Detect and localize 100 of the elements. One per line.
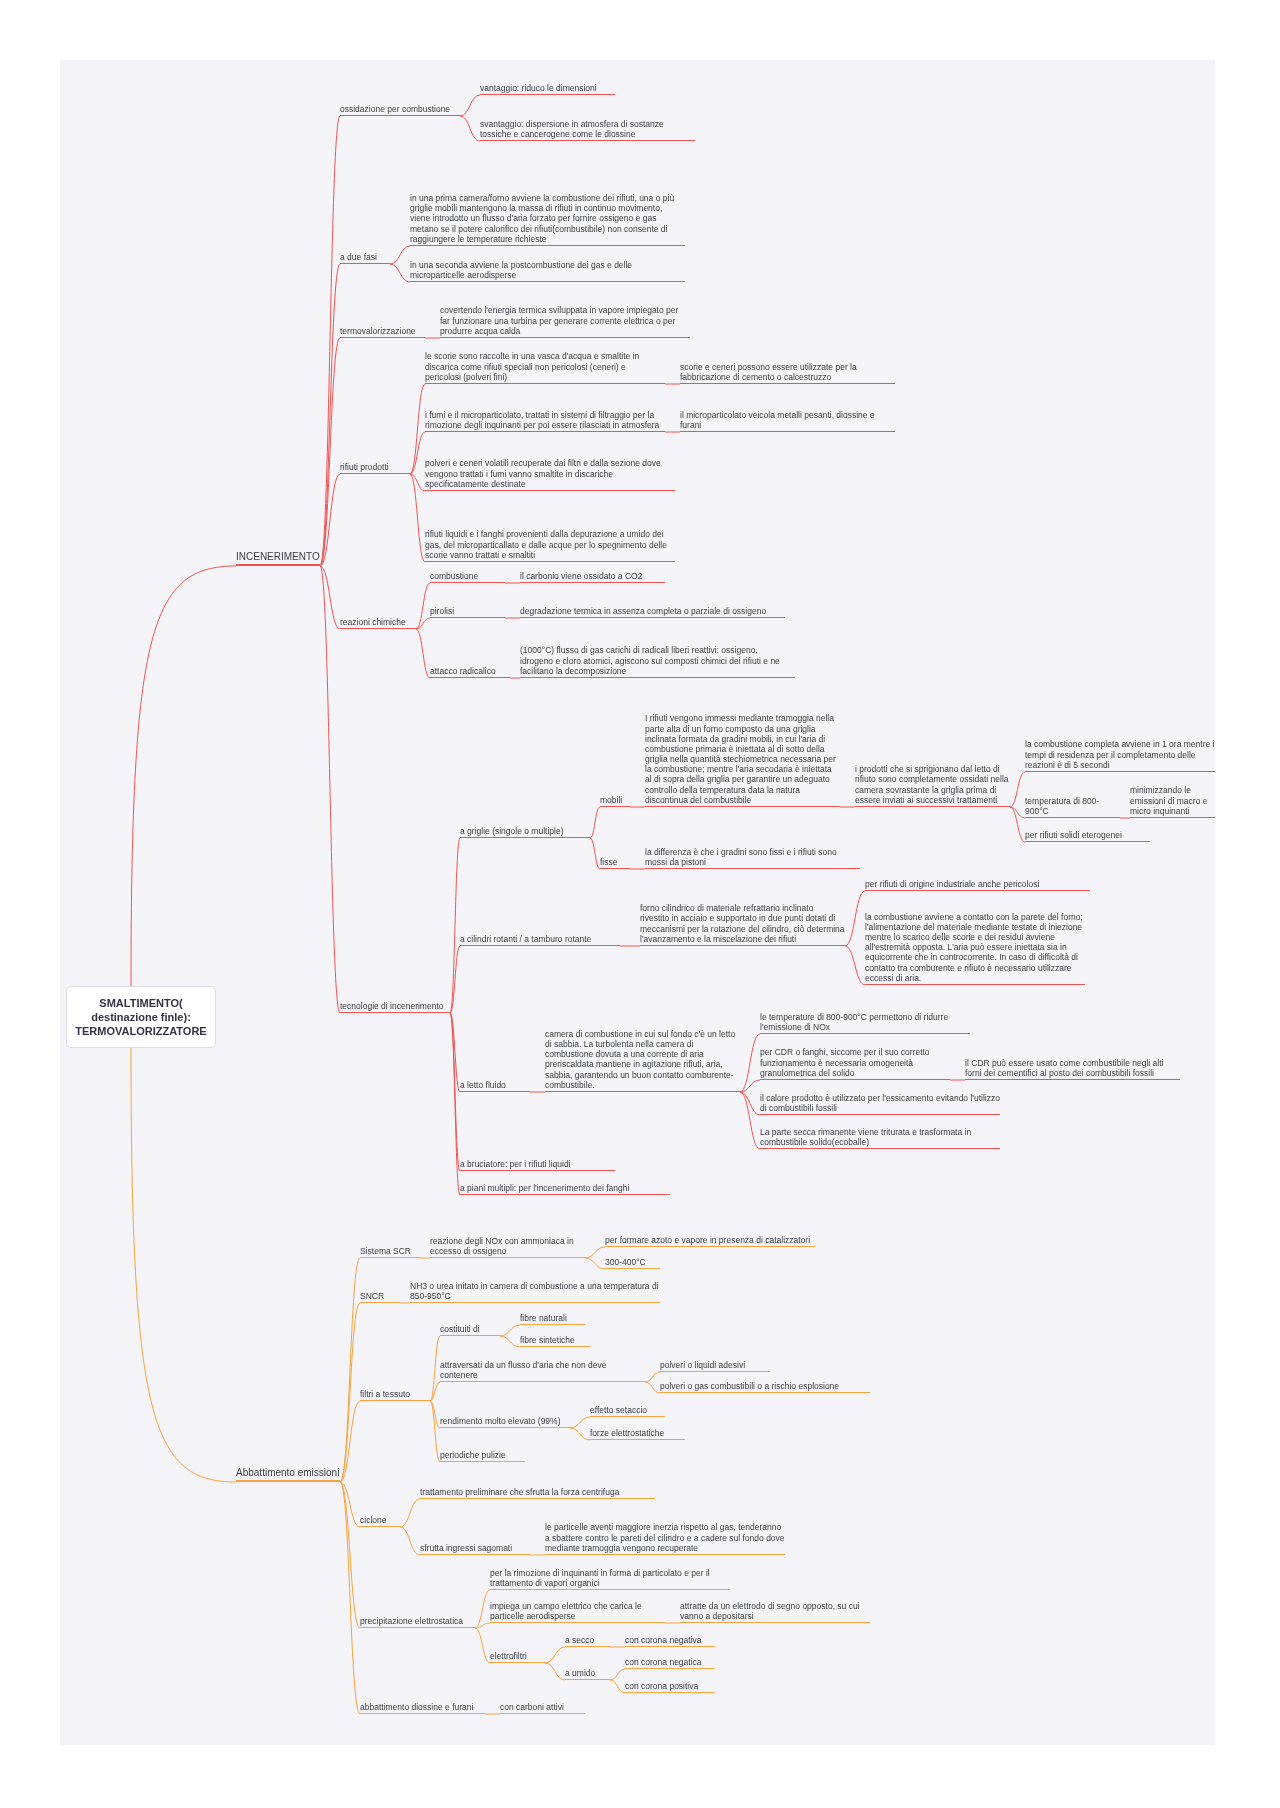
- topic-label: rendimento molto elevato (99%): [440, 1415, 570, 1428]
- topic-label: elettrofiltri: [490, 1650, 545, 1663]
- connector-line: [459, 94, 481, 117]
- connector-line: [949, 1079, 966, 1081]
- connector-line: [339, 1400, 361, 1483]
- topic-label: le scorie sono raccolte in una vasca d'acqua e smaltite in discarica come rifiuti speciali non pericolosi (ceneri) e pericolosi (polveri fini): [425, 351, 665, 384]
- connector-line: [629, 806, 646, 808]
- connector-line: [499, 1324, 521, 1337]
- connector-line: [449, 1012, 461, 1093]
- connector-line: [1119, 817, 1131, 819]
- topic-label: abbattimento diossine e furani: [360, 1701, 485, 1714]
- connector-line: [415, 582, 431, 630]
- topic-label: vantaggio: riduco le dimensioni: [480, 82, 615, 95]
- topic-label: rifiuti liquidi e i fanghi provenienti dalla depurazione a umido dei gas, del microparticallato e dalle acque per lo spegnimento delle scorie vanno trattati e smaltiti: [425, 529, 675, 562]
- topic-label: per rifiuti di origine industriale anche pericolosi: [865, 878, 1090, 891]
- topic-label: attacco radicalico: [430, 665, 510, 678]
- topic-label: reazione degli NOx con ammoniaca in eccesso di ossigeno: [430, 1235, 585, 1258]
- topic-label: fibre sintetiche: [520, 1334, 590, 1347]
- topic-label: filtri a tessuto: [360, 1388, 430, 1401]
- topic-label: la combustione completa avviene in 1 ora mentre i tempi di residenza per il completamento delle reazioni è di 5 secondi: [1025, 739, 1215, 772]
- topic-label: Sistema SCR: [360, 1245, 420, 1258]
- connector-line: [609, 1646, 626, 1648]
- connector-line: [504, 582, 521, 584]
- topic-label: mobili: [600, 794, 630, 807]
- connector-line: [644, 1381, 661, 1394]
- topic-label: reazioni chimiche: [340, 616, 416, 629]
- topic-label: pirolisi: [430, 605, 505, 618]
- connector-line: [544, 1646, 566, 1664]
- connector-line: [399, 1302, 411, 1304]
- topic-label: rifiuti prodotti: [340, 461, 410, 474]
- topic-label: ciclone: [360, 1514, 400, 1527]
- connector-line: [429, 1381, 441, 1402]
- connector-line: [409, 383, 426, 475]
- topic-label: minimizzando le emissioni di macro e micro inquinanti: [1130, 785, 1215, 818]
- connector-line: [739, 1091, 761, 1150]
- topic-label: covertendo l'energia termica sviluppata in vapore impiegato per far funzionare una turbina per generare corrente elettrica o per produrre acqua calda: [440, 305, 690, 338]
- connector-line: [399, 1498, 421, 1528]
- topic-label: con corona negatica: [625, 1656, 715, 1669]
- topic-label: la differenza è che i gradini sono fissi e i rifiuti sono mossi da pistoni: [645, 846, 860, 869]
- connector-line: [529, 1554, 546, 1556]
- topic-label: 300-400°C: [605, 1256, 660, 1269]
- topic-label: SNCR: [360, 1290, 400, 1303]
- topic-label: con corona positiva: [625, 1680, 715, 1693]
- topic-label: il microparticolato veicola metalli pesanti, diossine e furani: [680, 409, 895, 432]
- topic-label: camera di combustione in cui sul fondo c'è un letto di sabbia. La turbolenta nella camera di combustione dovuta a una corrente di aria preriscaldata mantiene in agitazione rifiuti, aria, sabbia, garantendo un buon contatto comburente-combustibile.: [545, 1028, 740, 1092]
- connector-line: [629, 868, 646, 870]
- connector-line: [644, 1371, 661, 1383]
- connector-line: [584, 1257, 606, 1270]
- topic-label: tecnologie di incenerimento: [340, 1000, 450, 1013]
- connector-line: [409, 473, 426, 492]
- topic-label: polveri o gas combustibili o a rischio esplosione: [660, 1380, 870, 1393]
- topic-label: termovalorizzazione: [340, 325, 425, 338]
- topic-label: il carbonio viene ossidato a CO2: [520, 570, 665, 583]
- connector-line: [619, 945, 641, 947]
- connector-line: [474, 1622, 491, 1629]
- topic-label: il CDR può essere usato come combustibile negli alti forni dei cementifici al posto dei combustibili fossili: [965, 1057, 1180, 1080]
- central-topic-box: SMALTIMENTO( destinazione finle): TERMOVALORIZZATORE: [66, 986, 216, 1048]
- connector-line: [319, 565, 341, 630]
- connector-line: [319, 565, 341, 1014]
- topic-label: a bruciatore: per i rifiuti liquidi: [460, 1158, 615, 1171]
- topic-label: a umido: [565, 1667, 610, 1680]
- connector-line: [1009, 806, 1026, 843]
- topic-label: le particelle aventi maggiore inerzia rispetto al gas, tenderanno a sbattere contro le pareti del cilindro e a cadere sul fondo dove mediante tramoggia vengono recuperate: [545, 1522, 785, 1555]
- topic-label: a griglie (singole o multiple): [460, 825, 590, 838]
- connector-line: [584, 1246, 606, 1259]
- topic-label: NH3 o urea initato in camera di combustione a una temperatura di 850-950°C: [410, 1280, 660, 1303]
- connector-line: [409, 431, 426, 475]
- connector-line: [339, 1302, 361, 1483]
- connector-line: [415, 617, 431, 630]
- connector-line: [424, 337, 441, 339]
- connector-line: [544, 1662, 566, 1681]
- topic-label: con corona negativa: [625, 1634, 715, 1647]
- connector-line: [504, 617, 521, 619]
- topic-label: a secco: [565, 1634, 610, 1647]
- connector-line: [474, 1627, 491, 1664]
- connector-line: [739, 1091, 761, 1116]
- connector-line: [1009, 806, 1026, 819]
- topic-label: per CDR o fanghi, siccome per il suo corretto funzionamento è necessaria omogeneità granulometrica del solido: [760, 1047, 950, 1080]
- connector-line: [664, 1622, 681, 1624]
- topic-label: costituiti di: [440, 1323, 500, 1336]
- topic-label: i fumi e il microparticolato, trattati in sistemi di filtraggio per la rimozione degli inquinanti per poi essere rilasciati in atmosfera: [425, 409, 665, 432]
- topic-label: per rifiuti solidi eterogenei: [1025, 829, 1150, 842]
- topic-label: a due fasi: [340, 251, 390, 264]
- topic-label: per formare azoto e vapore in presenza di catalizzatori: [605, 1234, 815, 1247]
- connector-line: [319, 337, 341, 567]
- topic-label: forno cilindrico di materiale refrattario inclinato rivestito in acciaio e supportato in due punti dotati di meccanismi per la rotazione del cilindro, ciò determina l'avanzamento e la miscelazione dei rifiuti: [640, 903, 845, 946]
- topic-label: INCENERIMENTO: [236, 551, 320, 566]
- topic-label: combustione: [430, 570, 505, 583]
- topic-label: attratte da un elettrodo di segno opposto, su cui vanno a depositarsi: [680, 1600, 870, 1623]
- connector-line: [589, 806, 601, 839]
- connector-line: [459, 115, 481, 142]
- topic-label: (1000°C) flusso di gas carichi di radicali liberi reattivi: ossigeno, idrogeno e cloro atomici, agiscono sui composti chimici dei rifiuti e ne facilitano la decomposizione: [520, 645, 795, 678]
- connector-line: [415, 628, 431, 679]
- topic-label: scorie e ceneri possono essere utilizzate per la fabbricazione di cemento o calcestruzzo: [680, 361, 895, 384]
- connector-line: [839, 806, 856, 808]
- topic-label: temperatura di 800-900°C: [1025, 795, 1120, 818]
- connector-line: [130, 565, 237, 987]
- connector-line: [664, 383, 681, 385]
- connector-line: [449, 837, 461, 1014]
- connector-line: [589, 837, 601, 870]
